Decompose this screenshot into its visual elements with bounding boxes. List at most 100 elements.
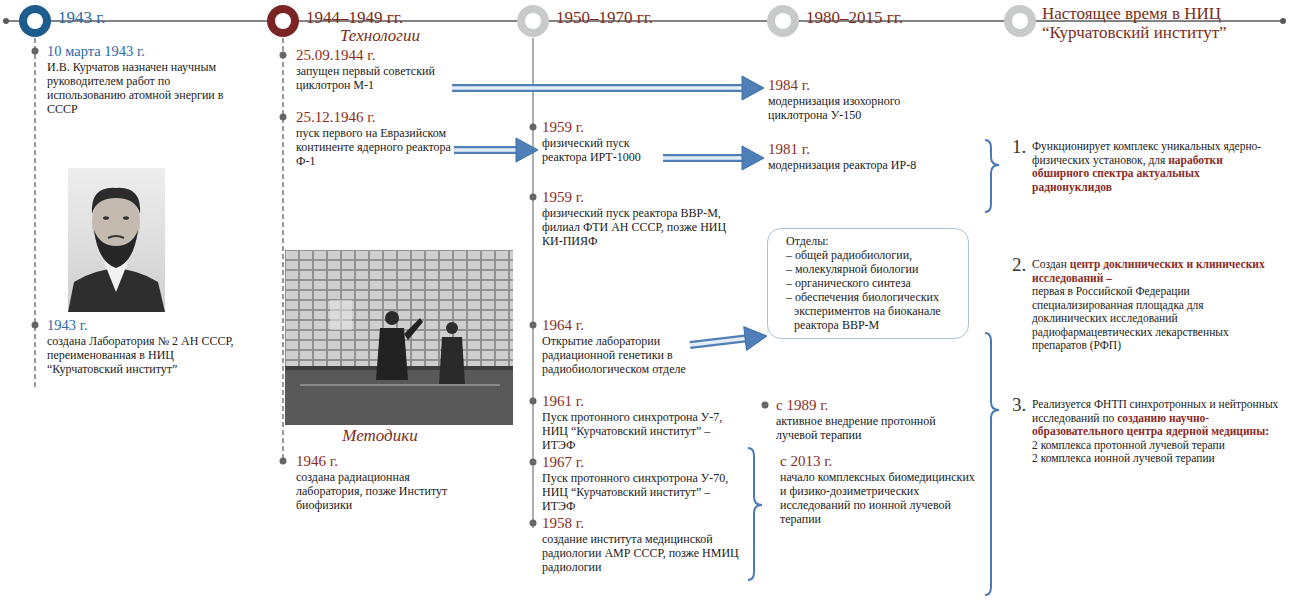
period-heading: 1980–2015 гг.: [806, 8, 976, 27]
column-lines: [35, 38, 533, 528]
box-heading: Отделы:: [786, 234, 960, 248]
event-entry: 1958 г.создание института медицинской ра…: [538, 514, 743, 574]
entry-dot: [530, 398, 537, 405]
portrait-photo: [68, 168, 165, 312]
entry-dot: [280, 458, 287, 465]
event-description: начало комплексных биомедицинских и физи…: [780, 470, 980, 526]
event-entry: 1959 г.физический пуск реактора ИРТ-1000: [538, 118, 663, 164]
date-label: 1959 г.: [542, 188, 743, 206]
transition-arrow: [690, 327, 767, 351]
date-label: 1958 г.: [542, 514, 743, 532]
date-label: с 2013 г.: [780, 452, 980, 470]
event-description: создана радиационная лаборатория, позже …: [296, 470, 470, 512]
item-highlight: центр доклинических и клинических исслед…: [1032, 258, 1265, 284]
event-description: физический пуск реактора ИРТ-1000: [542, 136, 663, 164]
entry-dot: [32, 48, 39, 55]
event-entry: с 1989 г.активное внедрение протонной лу…: [772, 396, 977, 442]
date-label: 1961 г.: [542, 392, 743, 410]
entry-dot: [530, 194, 537, 201]
item-text: Функционирует комплекс уникальных ядерно…: [1032, 140, 1261, 166]
item-line: первая в Российской Федерации специализи…: [1032, 285, 1280, 353]
entry-dot: [530, 520, 537, 527]
item-text: Создан: [1032, 258, 1067, 270]
list-item: – органического синтеза: [786, 276, 960, 290]
date-label: 1959 г.: [542, 118, 663, 136]
event-description: создана Лаборатория № 2 АН СССР, переиме…: [47, 334, 243, 376]
entry-dot: [280, 114, 287, 121]
event-description: запущен первый советский циклотрон М-1: [296, 64, 452, 92]
entry-dot: [530, 124, 537, 131]
arrow-shaft: [452, 84, 744, 92]
entry-dot: [280, 52, 287, 59]
event-description: Пуск протонного синхротрона У-70, НИЦ “К…: [542, 471, 743, 513]
priority-item: 1.Функционирует комплекс уникальных ядер…: [1012, 140, 1280, 194]
period-heading: 1950–1970 гг.: [556, 8, 726, 27]
period-heading-text: 1944–1949 гг.: [306, 8, 476, 27]
period-heading: 1944–1949 гг.: [306, 8, 476, 27]
arrow-shaft-inner: [452, 86, 744, 90]
period-heading-text: Настоящее время в НИЦ “Курчатовский инст…: [1042, 4, 1257, 42]
arrow-shaft: [454, 146, 518, 154]
entry-dots: [32, 48, 769, 527]
event-entry: 25.12.1946 г.пуск первого на Евразийском…: [292, 108, 454, 168]
department-box: Отделы:– общей радиобиологии,– молекуляр…: [767, 228, 969, 339]
arrow-shaft: [690, 338, 747, 345]
priority-item: 2.Созданцентр доклинических и клинически…: [1012, 258, 1280, 353]
event-description: пуск первого на Евразийском континенте я…: [296, 126, 454, 168]
event-entry: 25.09.1944 г.запущен первый советский ци…: [292, 46, 452, 92]
entry-dot: [530, 322, 537, 329]
date-label: 25.09.1944 г.: [296, 46, 452, 64]
date-label: с 1989 г.: [776, 396, 977, 414]
entry-dot: [762, 402, 769, 409]
date-label: 1943 г.: [47, 316, 243, 334]
period-heading-text: 1980–2015 гг.: [806, 8, 976, 27]
date-label: 1981 г.: [768, 140, 964, 158]
period-heading: Настоящее время в НИЦ “Курчатовский инст…: [1042, 4, 1257, 42]
event-entry: 1959 г.физический пуск реактора ВВР-М, ф…: [538, 188, 743, 248]
period-heading-text: 1943 г.: [58, 8, 188, 28]
date-label: 1984 г.: [768, 76, 942, 94]
transition-arrow: [454, 138, 538, 162]
arrow-head: [742, 146, 764, 170]
entry-dot: [530, 459, 537, 466]
event-entry: с 2013 г.начало комплексных биомедицинск…: [776, 452, 980, 526]
priority-item: 3.Реализуется ФНТП синхротронных и нейтр…: [1012, 398, 1280, 466]
event-description: модернизация изохорного циклотрона У-150: [768, 94, 942, 122]
section-title: Методики: [320, 426, 440, 446]
event-description: Пуск протонного синхротрона У-7, НИЦ “Ку…: [542, 410, 743, 452]
arrow-head: [744, 327, 767, 351]
date-label: 1967 г.: [542, 453, 743, 471]
event-entry: 1961 г.Пуск протонного синхротрона У-7, …: [538, 392, 743, 452]
transition-arrow: [452, 76, 764, 100]
event-entry: 1967 г.Пуск протонного синхротрона У-70,…: [538, 453, 743, 513]
arrow-head: [742, 76, 764, 100]
event-description: физический пуск реактора ВВР-М, филиал Ф…: [542, 206, 743, 248]
event-description: И.В. Курчатов назначен научным руководит…: [47, 60, 225, 116]
section-title: Технологии: [320, 26, 440, 46]
event-entry: 1964 г.Открытие лаборатории радиационной…: [538, 316, 690, 376]
group-braces: [748, 140, 999, 595]
section-title-text: Технологии: [320, 26, 440, 46]
arrow-shaft-inner: [454, 148, 518, 152]
transition-arrow: [663, 146, 764, 170]
item-line: 2 комплекса ионной лучевой терапии: [1032, 452, 1280, 466]
period-heading-text: 1950–1970 гг.: [556, 8, 726, 27]
list-item: – молекулярной биологии: [786, 262, 960, 276]
date-label: 1964 г.: [542, 316, 690, 334]
period-heading: 1943 г.: [58, 8, 188, 28]
event-description: активное внедрение протонной лучевой тер…: [776, 414, 977, 442]
event-entry: 1946 г.создана радиационная лаборатория,…: [292, 452, 470, 512]
event-description: Открытие лаборатории радиационной генети…: [542, 334, 690, 376]
date-label: 1946 г.: [296, 452, 470, 470]
date-label: 25.12.1946 г.: [296, 108, 454, 126]
date-label: 10 марта 1943 г.: [47, 42, 225, 60]
list-item: – общей радиобиологии,: [786, 248, 960, 262]
event-entry: 1981 г.модернизация реактора ИР-8: [764, 140, 964, 172]
event-description: создание института медицинской радиологи…: [542, 532, 743, 574]
arrow-shaft-inner: [690, 338, 747, 345]
reactor-photo: [285, 250, 513, 425]
arrow-shaft-inner: [663, 156, 744, 160]
